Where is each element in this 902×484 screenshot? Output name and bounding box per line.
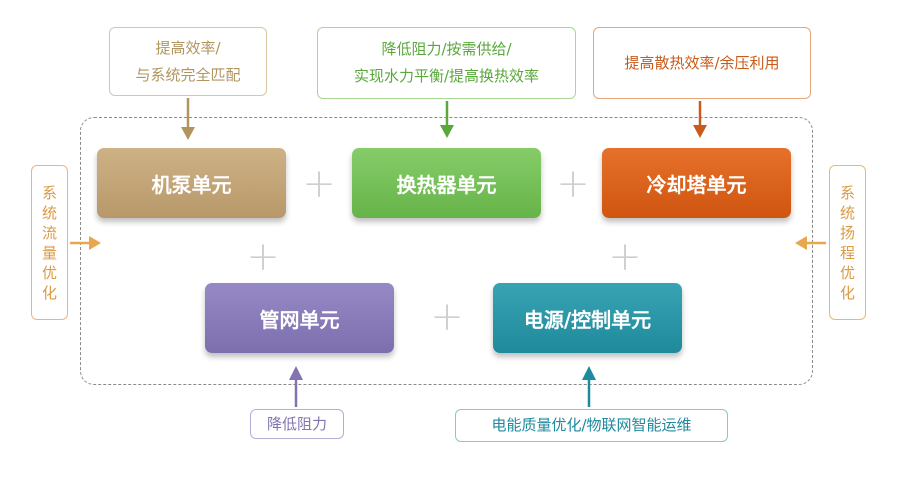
plus-left-vertical: + xyxy=(246,234,280,280)
left-note-char-1: 系 xyxy=(41,183,57,202)
left-side-note: 系 统 流 量 优 化 xyxy=(31,165,68,320)
right-note-char-5: 优 xyxy=(839,263,855,282)
arrow-to-pipe xyxy=(289,366,303,407)
exchanger-unit: 换热器单元 xyxy=(352,148,541,218)
arrow-left-in xyxy=(70,236,101,250)
left-note-char-3: 流 xyxy=(41,223,57,242)
exchanger-unit-label: 换热器单元 xyxy=(396,172,497,197)
plus-exchanger-tower: + xyxy=(556,161,590,207)
plus-right-vertical: + xyxy=(608,234,642,280)
pipe-unit-label: 管网单元 xyxy=(259,307,340,332)
right-note-char-3: 扬 xyxy=(839,223,855,242)
power-unit-label: 电源/控制单元 xyxy=(523,307,652,332)
right-note-char-1: 系 xyxy=(839,183,855,202)
exchanger-note-line-1: 降低阻力/按需供给/ xyxy=(381,40,512,58)
power-note-text: 电能质量优化/物联网智能运维 xyxy=(491,416,692,434)
left-note-char-4: 量 xyxy=(41,243,57,262)
power-unit: 电源/控制单元 xyxy=(493,283,682,353)
exchanger-note: 降低阻力/按需供给/ 实现水力平衡/提高换热效率 xyxy=(317,27,576,99)
arrow-to-tower xyxy=(693,101,707,138)
arrow-to-power xyxy=(582,366,596,407)
left-note-char-2: 统 xyxy=(41,203,57,222)
pump-note-line-1: 提高效率/ xyxy=(155,38,221,57)
tower-note: 提高散热效率/余压利用 xyxy=(593,27,811,99)
right-note-char-6: 化 xyxy=(839,283,855,302)
left-note-char-5: 优 xyxy=(41,263,57,282)
right-note-char-4: 程 xyxy=(839,243,855,262)
tower-unit: 冷却塔单元 xyxy=(602,148,791,218)
plus-pump-exchanger: + xyxy=(302,161,336,207)
exchanger-note-line-2: 实现水力平衡/提高换热效率 xyxy=(353,67,540,85)
right-side-note: 系 统 扬 程 优 化 xyxy=(829,165,866,320)
right-note-char-2: 统 xyxy=(839,203,855,222)
left-note-char-6: 化 xyxy=(41,283,57,302)
pipe-note: 降低阻力 xyxy=(250,409,344,439)
pipe-note-text: 降低阻力 xyxy=(266,414,327,433)
pump-note: 提高效率/ 与系统完全匹配 xyxy=(109,27,267,96)
plus-pipe-power: + xyxy=(430,294,464,340)
arrow-to-pump xyxy=(181,98,195,140)
power-note: 电能质量优化/物联网智能运维 xyxy=(455,409,728,442)
arrow-to-exchanger xyxy=(440,101,454,138)
arrow-right-in xyxy=(795,236,826,250)
pump-unit-label: 机泵单元 xyxy=(151,172,232,197)
pump-unit: 机泵单元 xyxy=(97,148,286,218)
tower-note-line-1: 提高散热效率/余压利用 xyxy=(624,53,780,72)
tower-unit-label: 冷却塔单元 xyxy=(646,172,747,197)
pipe-unit: 管网单元 xyxy=(205,283,394,353)
pump-note-line-2: 与系统完全匹配 xyxy=(135,65,241,84)
